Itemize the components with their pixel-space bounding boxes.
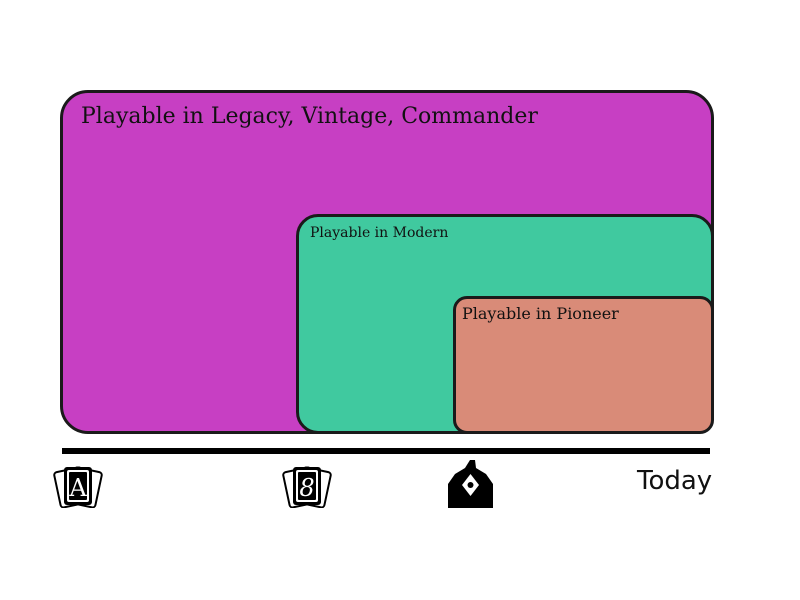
- pioneer-region-label: Playable in Pioneer: [462, 304, 619, 323]
- alpha-icon-letter: A: [68, 474, 87, 502]
- alpha-set-icon: A: [53, 464, 103, 512]
- timeline-today-label: Today: [637, 466, 713, 496]
- eighth-icon-digit: 8: [299, 474, 314, 502]
- pioneer-region: Playable in Pioneer: [453, 296, 714, 434]
- eighth-edition-set-icon: 8: [282, 464, 332, 512]
- timeline-axis: [62, 448, 710, 454]
- modern-region-label: Playable in Modern: [310, 225, 449, 241]
- pioneer-format-icon: [446, 460, 496, 514]
- legacy-region-label: Playable in Legacy, Vintage, Commander: [81, 104, 538, 129]
